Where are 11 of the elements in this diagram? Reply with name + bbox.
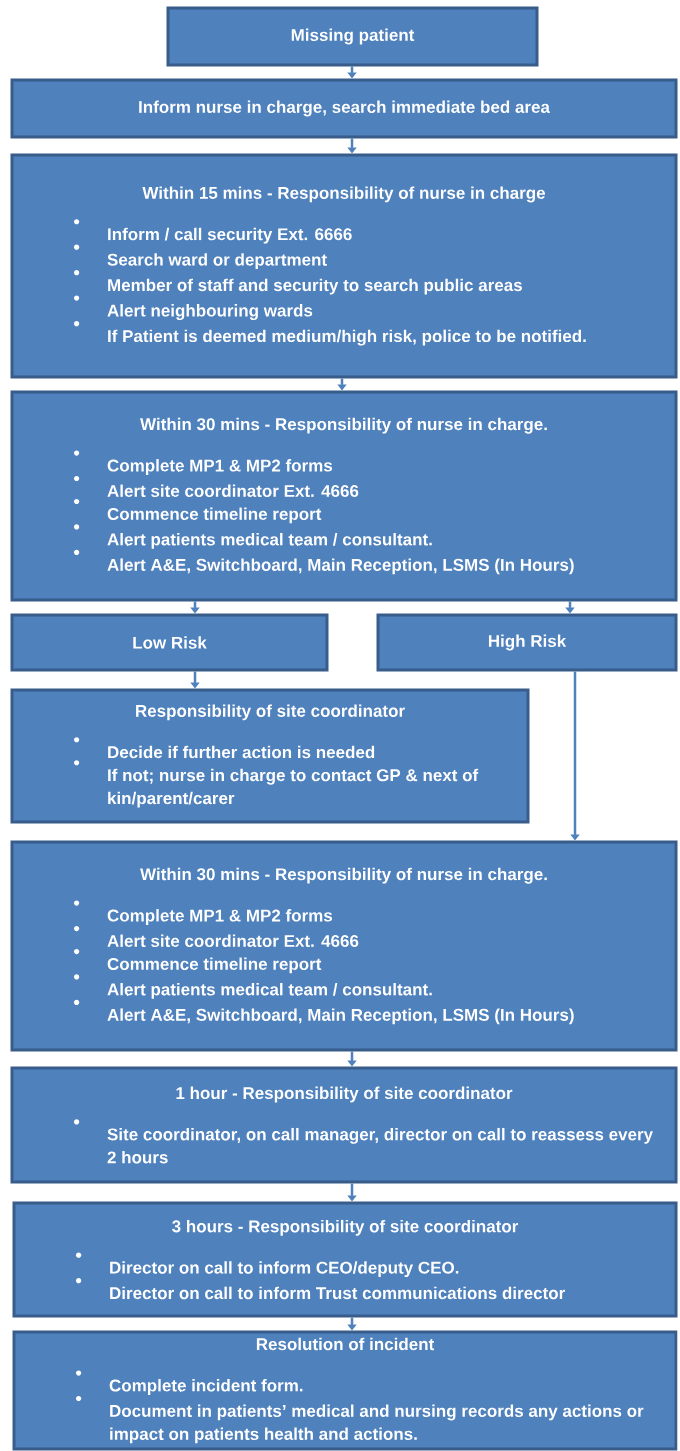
process-box: Within 15 mins - Responsibility of nurse in charge Inform / call security Ext. 6666 Search ward or department Member of staff and security to search public areas Alert neighbouring wards If Patient is deemed medium/high risk, police to be notified. (10, 153, 678, 379)
process-box: Within 30 mins - Responsibility of nurse in charge. Complete MP1 & MP2 forms Alert site coordinator Ext. 4666 Commence timeline report Alert patients medical team / consultant. Alert A&E, Switchboard, Main Reception, LSMS (In Hours) (10, 390, 678, 602)
process-box: 1 hour - Responsibility of site coordinator Site coordinator, on call manager, director on call to reassess every 2 hours (10, 1066, 678, 1184)
process-box: Resolution of incident Complete incident form. Document in patients’ medical and nursing records any actions or impact on patients health and actions. (12, 1330, 678, 1451)
process-box: Inform nurse in charge, search immediate bed area (10, 78, 678, 139)
process-box: Low Risk (10, 613, 329, 672)
process-box: High Risk (376, 613, 678, 672)
process-box: Responsibility of site coordinator Decide if further action is needed If not; nurse in charge to contact GP & next of kin/parent/carer (10, 688, 530, 824)
process-box: Missing patient (166, 6, 539, 67)
process-box: Within 30 mins - Responsibility of nurse in charge. Complete MP1 & MP2 forms Alert site coordinator Ext. 4666 Commence timeline report Alert patients medical team / consultant. Alert A&E, Switchboard, Main Reception, LSMS (In Hours) (10, 840, 678, 1052)
process-box: 3 hours - Responsibility of site coordinator Director on call to inform CEO/deputy CEO. Director on call to inform Trust communications director (12, 1201, 678, 1318)
